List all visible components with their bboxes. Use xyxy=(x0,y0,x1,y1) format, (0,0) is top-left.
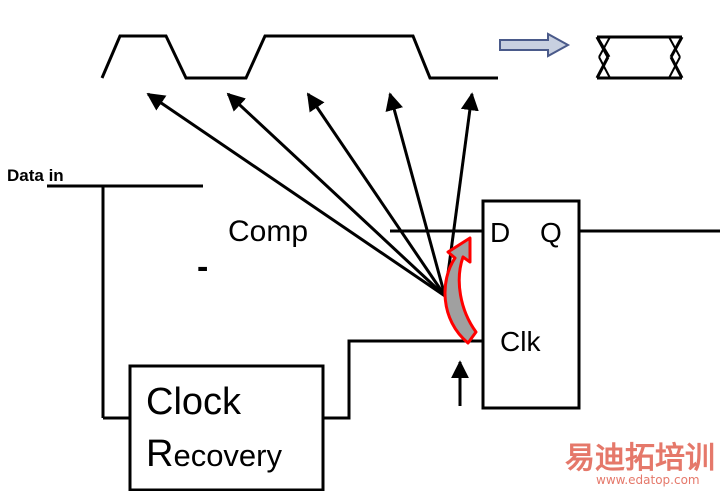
data-in-wiring xyxy=(47,184,203,420)
d-flip-flop-block xyxy=(481,199,581,410)
data-waveform xyxy=(100,34,498,80)
clock-recovery-block xyxy=(128,364,325,491)
sampling-arrows xyxy=(146,92,479,298)
label-d: D xyxy=(490,217,510,248)
label-recovery-rest: ecovery xyxy=(173,438,282,473)
clock-to-clk-wire xyxy=(323,339,483,420)
block-arrow-right xyxy=(499,32,571,58)
timing-curved-arrow xyxy=(443,236,478,345)
label-q: Q xyxy=(540,217,562,248)
label-comp: Comp xyxy=(228,215,308,248)
sampling-arrow-4 xyxy=(385,92,447,297)
sampling-arrow-3 xyxy=(306,92,447,297)
label-recovery: Recovery xyxy=(146,433,282,475)
label-clk: Clk xyxy=(500,326,541,357)
label-recovery-initial: R xyxy=(146,433,173,475)
label-data-in: Data in xyxy=(7,166,64,185)
minus-sign: - xyxy=(197,248,208,286)
sampling-arrow-5 xyxy=(443,92,479,297)
watermark-url: www.edatop.com xyxy=(596,473,700,487)
watermark-cn: 易迪拓培训 xyxy=(565,441,715,476)
sampling-arrow-1 xyxy=(146,92,446,298)
sampling-arrow-2 xyxy=(226,92,447,298)
eye-diagram-symbol xyxy=(595,35,684,80)
label-clock: Clock xyxy=(146,381,242,423)
